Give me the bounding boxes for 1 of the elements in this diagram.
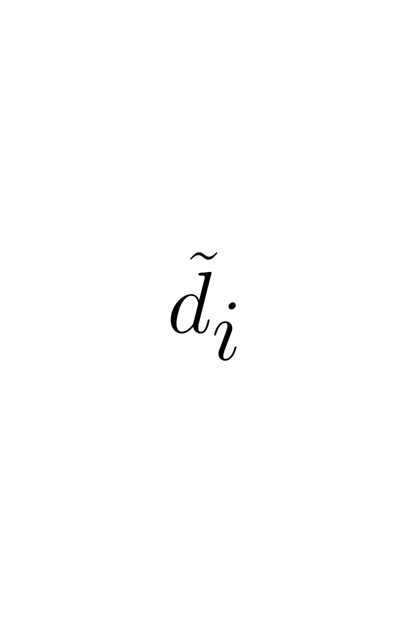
formula: $\tilde{d}_{i}$ xyxy=(170,252,236,361)
